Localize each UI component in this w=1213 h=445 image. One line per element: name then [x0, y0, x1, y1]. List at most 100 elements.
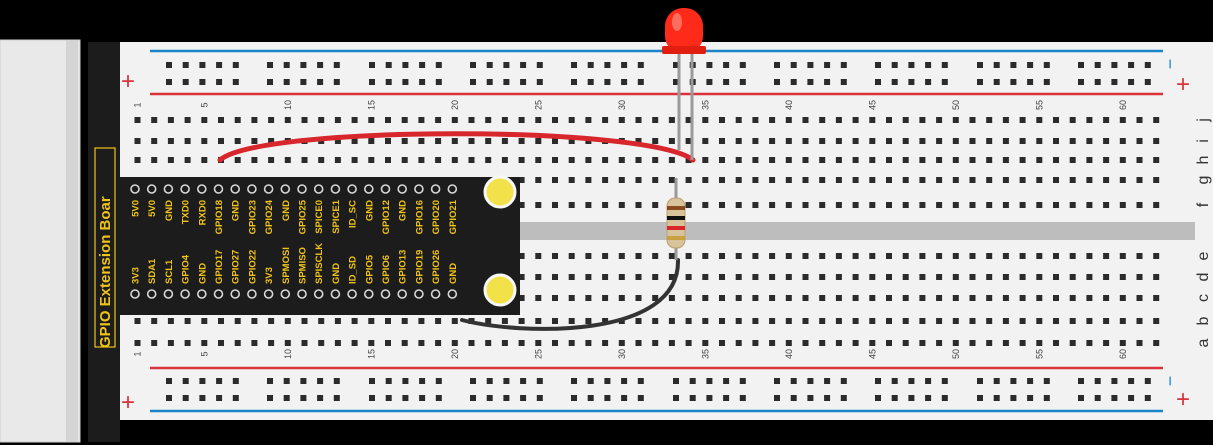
breadboard-hole [1002, 295, 1009, 301]
breadboard-hole [735, 253, 742, 259]
breadboard-hole [451, 318, 458, 324]
breadboard-hole [785, 253, 792, 259]
breadboard-hole [785, 202, 792, 208]
breadboard-hole [869, 253, 876, 259]
breadboard-hole [802, 295, 809, 301]
black-jumper-wire [460, 258, 681, 331]
breadboard-hole [886, 177, 892, 183]
gpio-pin [313, 289, 324, 299]
breadboard-hole [585, 340, 592, 346]
red-jumper-wire [217, 131, 696, 163]
gpio-pin [280, 184, 291, 194]
breadboard-hole [1002, 202, 1009, 208]
breadboard-hole [1019, 157, 1026, 163]
breadboard-hole [1019, 177, 1026, 183]
breadboard-hole [852, 177, 859, 183]
breadboard-hole [585, 318, 592, 324]
rail-hole [1010, 395, 1017, 401]
rail-hole [908, 378, 915, 384]
row-letter: d [1195, 273, 1212, 282]
breadboard-hole [769, 274, 776, 280]
gpio-pin-label: GPIO18 [214, 200, 225, 234]
breadboard-hole [234, 138, 241, 144]
rail-hole [790, 395, 797, 401]
rail-hole [267, 79, 273, 85]
rail-hole [1027, 395, 1034, 401]
breadboard-hole [167, 138, 174, 144]
gpio-pin [414, 184, 424, 194]
rail-hole [385, 378, 392, 384]
breadboard-hole [1069, 117, 1076, 123]
breadboard-hole [986, 138, 993, 144]
rail-hole [166, 79, 172, 85]
breadboard-hole [568, 202, 575, 208]
rail-hole [891, 62, 898, 68]
breadboard-hole [1153, 295, 1160, 301]
breadboard-hole [1086, 318, 1093, 324]
breadboard-hole [652, 157, 659, 163]
rail-hole [232, 79, 239, 85]
rail-hole [977, 378, 983, 384]
breadboard-hole [585, 117, 592, 123]
rail-hole [435, 79, 442, 85]
rail-hole [199, 62, 206, 68]
breadboard-hole [1069, 157, 1076, 163]
rail-hole [706, 378, 713, 384]
rail-plus-sign: + [121, 68, 135, 95]
rail-hole [385, 62, 392, 68]
breadboard-hole [785, 117, 792, 123]
breadboard-hole [167, 117, 174, 123]
breadboard-hole [418, 340, 425, 346]
breadboard-hole [869, 274, 876, 280]
row-letter: a [1195, 338, 1212, 347]
breadboard-hole [936, 157, 943, 163]
breadboard-hole [1053, 117, 1059, 123]
column-number: 1 [133, 351, 143, 356]
breadboard-hole [1153, 274, 1160, 280]
gpio-pin-label: GND [331, 263, 342, 284]
mounting-hole-bottom [483, 273, 517, 307]
gpio-pin [180, 184, 190, 194]
breadboard-hole [936, 117, 943, 123]
gpio-title-box [94, 147, 116, 348]
breadboard-hole [1036, 117, 1043, 123]
gpio-pin-label: GND [448, 263, 459, 284]
rail-minus-sign: − [1160, 376, 1180, 387]
breadboard-hole [986, 157, 993, 163]
breadboard-hole [1053, 157, 1059, 163]
breadboard-hole [318, 117, 325, 123]
breadboard-hole [652, 295, 659, 301]
breadboard-hole [134, 157, 141, 163]
breadboard-hole [986, 274, 993, 280]
column-number: 50 [951, 349, 961, 359]
breadboard-hole [518, 157, 525, 163]
gpio-extension-board [88, 42, 520, 442]
breadboard-hole [886, 157, 892, 163]
breadboard-hole [769, 318, 776, 324]
breadboard-hole [1019, 117, 1026, 123]
rail-hole [1094, 62, 1101, 68]
rail-hole [993, 62, 1000, 68]
rail-hole [486, 378, 493, 384]
rail-hole [587, 62, 594, 68]
breadboard-hole [835, 117, 842, 123]
breadboard-hole [1069, 318, 1076, 324]
breadboard-hole [334, 117, 341, 123]
breadboard-hole [385, 318, 391, 324]
breadboard-hole [552, 157, 558, 163]
breadboard-hole [752, 117, 759, 123]
breadboard-hole [702, 318, 709, 324]
breadboard-hole [518, 177, 525, 183]
rail-hole [739, 79, 746, 85]
breadboard-hole [886, 138, 892, 144]
breadboard-hole [1053, 340, 1059, 346]
breadboard-hole [351, 157, 358, 163]
breadboard-hole [835, 138, 842, 144]
breadboard-hole [1053, 202, 1059, 208]
breadboard-hole [518, 295, 525, 301]
gpio-pin-label: GND [398, 200, 409, 221]
breadboard-hole [1103, 253, 1110, 259]
breadboard-hole [401, 138, 408, 144]
rail-hole [520, 378, 527, 384]
rail-hole [706, 395, 713, 401]
